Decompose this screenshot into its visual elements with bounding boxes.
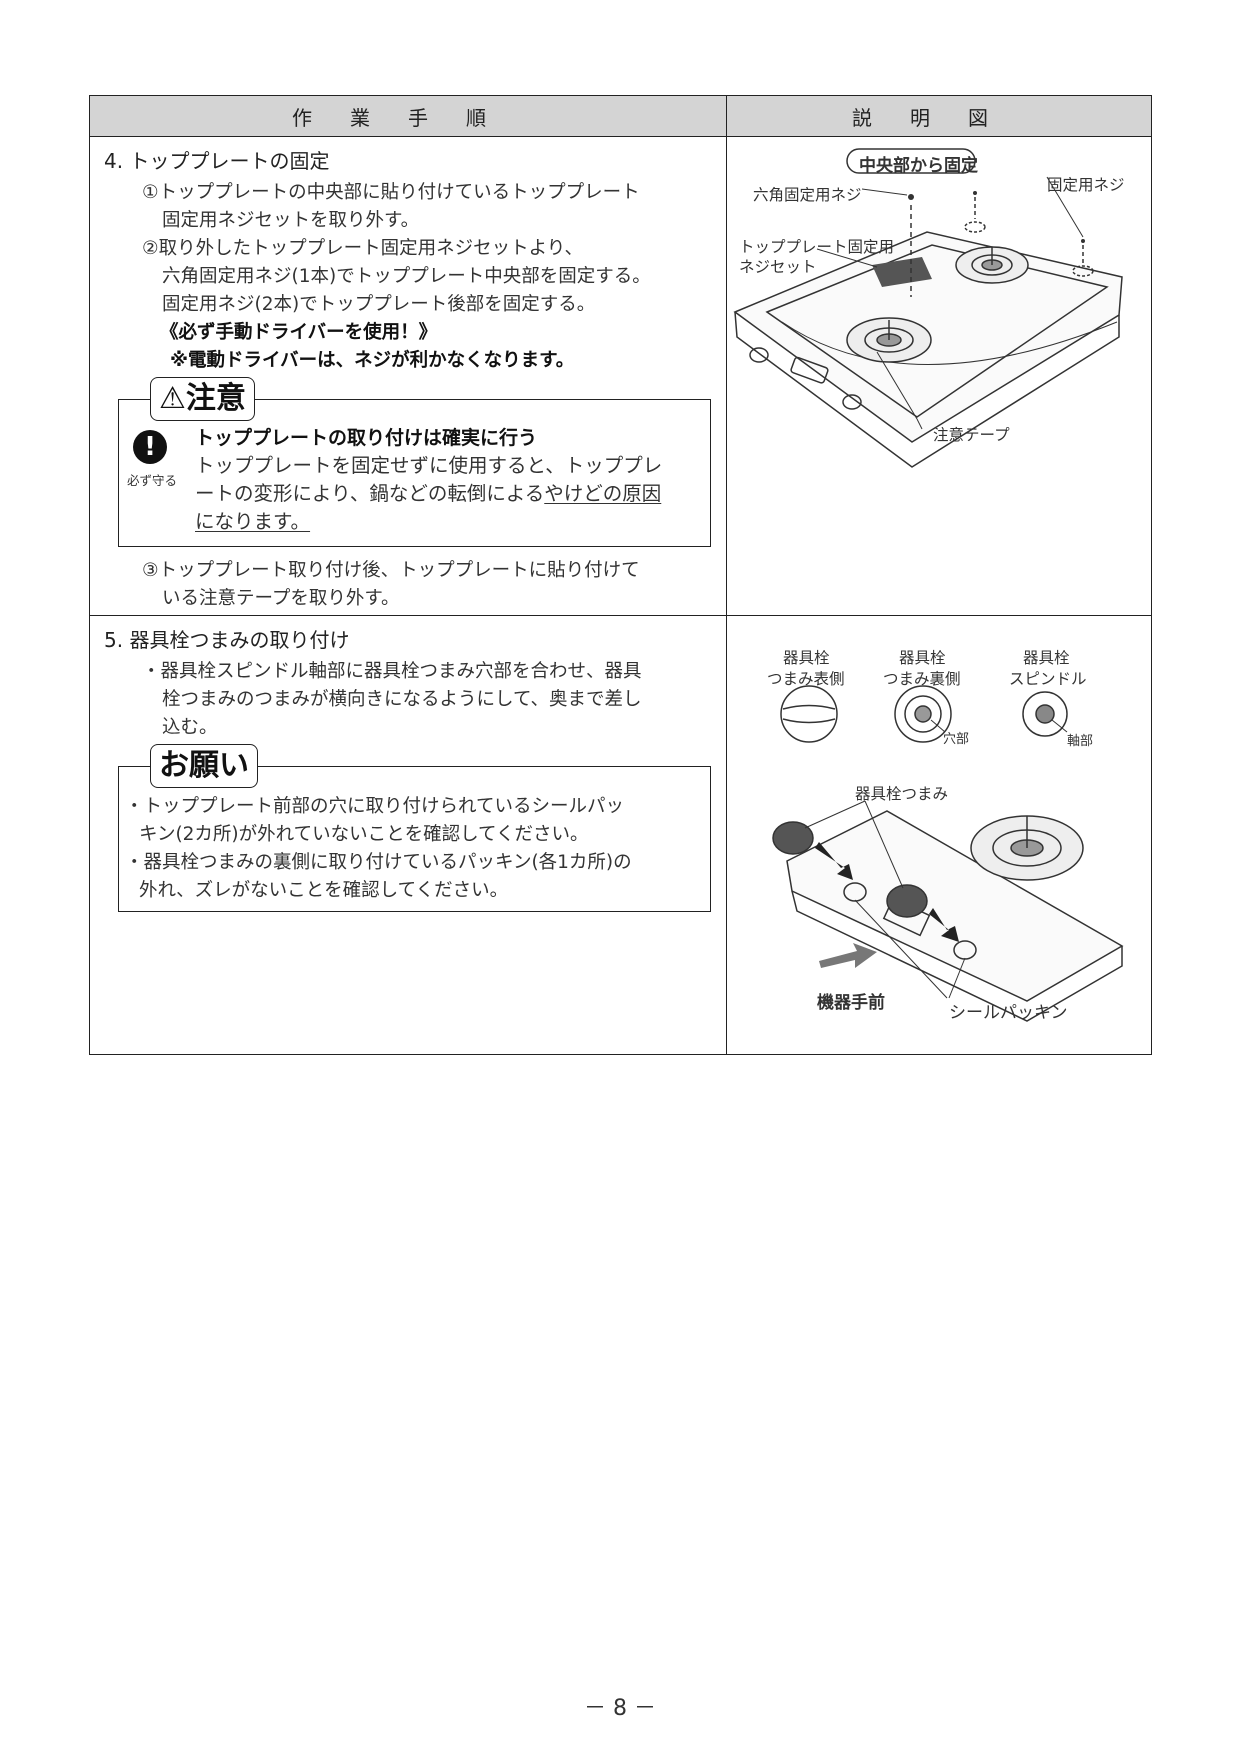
caution-box: ! 必ず守る トッププレートの取り付けは確実に行う トッププレートを固定せずに使… xyxy=(118,399,711,547)
step4-line1a: ①トッププレートの中央部に貼り付けているトッププレート xyxy=(142,182,640,203)
step4-cell: 4. トッププレートの固定 ①トッププレートの中央部に貼り付けているトッププレー… xyxy=(90,137,726,615)
spindle-label-b: スピンドル xyxy=(1009,670,1087,688)
caution-body1: トッププレートを固定せずに使用すると、トッププレ xyxy=(195,454,663,477)
step4-title: 4. トッププレートの固定 xyxy=(104,149,330,173)
shaft-label: 軸部 xyxy=(1067,734,1094,749)
knob-diagram xyxy=(772,685,1124,1022)
mandatory-icon: ! xyxy=(133,430,167,464)
spindle-label-a: 器具栓 xyxy=(1023,649,1070,667)
header-procedure: 作業手順 xyxy=(90,96,726,136)
fix-screw-label: 固定用ネジ xyxy=(1047,176,1125,194)
hex-screw-label: 六角固定用ネジ xyxy=(753,186,862,204)
step5-line1c: 込む。 xyxy=(162,717,218,738)
knob-front-label-b: つまみ表側 xyxy=(767,670,845,688)
request-b2b: 外れ、ズレがないことを確認してください。 xyxy=(139,880,509,901)
step4-line2c: 固定用ネジ(2本)でトッププレート後部を固定する。 xyxy=(162,294,596,315)
step5-title: 5. 器具栓つまみの取り付け xyxy=(104,628,350,652)
caution-heading: トッププレートの取り付けは確実に行う xyxy=(195,427,538,449)
seal-label: シールパッキン xyxy=(949,1003,1068,1023)
caution-body3: になります。 xyxy=(195,510,311,533)
page-number: － 8 － xyxy=(584,1696,656,1721)
request-b2a: ・器具栓つまみの裏側に取り付けているパッキン(各1カ所)の xyxy=(125,852,632,873)
request-b1a: ・トッププレート前部の穴に取り付けられているシールパッ xyxy=(125,796,624,817)
step4-line1b: 固定用ネジセットを取り外す。 xyxy=(162,210,420,231)
tape-label: 注意テープ xyxy=(933,426,1010,444)
request-b1b: キン(2カ所)が外れていないことを確認してください。 xyxy=(139,824,589,845)
front-side-label: 機器手前 xyxy=(817,993,885,1013)
step4-note2: ※電動ドライバーは、ネジが利かなくなります。 xyxy=(170,350,575,371)
top-plate-diagram xyxy=(733,148,1123,468)
screw-set-label-b: ネジセット xyxy=(739,258,817,276)
caution-body2: ートの変形により、鍋などの転倒によるやけどの原因 xyxy=(195,482,662,505)
procedure-table: 作業手順 説明図 4. トッププレートの固定 ①トッププレートの中央部に貼り付け… xyxy=(89,95,1152,1055)
step4-line3b: いる注意テープを取り外す。 xyxy=(162,588,400,609)
step4-line2b: 六角固定用ネジ(1本)でトッププレート中央部を固定する。 xyxy=(162,266,651,287)
step5-line1a: ・器具栓スピンドル軸部に器具栓つまみ穴部を合わせ、器具 xyxy=(142,661,642,682)
fix-from-center-badge: 中央部から固定 xyxy=(859,156,978,176)
hole-label: 穴部 xyxy=(943,732,970,747)
step4-line3a: ③トッププレート取り付け後、トッププレートに貼り付けて xyxy=(142,560,640,581)
step4-figure: 中央部から固定 六角固定用ネジ 固定用ネジ トッププレート固定用 ネジセット 注… xyxy=(727,137,1151,615)
step4-note1: 《必ず手動ドライバーを使用！》 xyxy=(160,322,438,343)
header-figure: 説明図 xyxy=(727,96,1151,136)
knob-back-label-b: つまみ裏側 xyxy=(883,670,961,688)
request-label: お願い xyxy=(150,744,258,788)
step5-cell: 5. 器具栓つまみの取り付け ・器具栓スピンドル軸部に器具栓つまみ穴部を合わせ、… xyxy=(90,616,726,1054)
caution-label: ⚠注意 xyxy=(150,377,255,421)
knob-front-label-a: 器具栓 xyxy=(783,649,830,667)
knob-back-label-a: 器具栓 xyxy=(899,649,946,667)
step4-line2a: ②取り外したトッププレート固定用ネジセットより、 xyxy=(142,238,583,259)
mandatory-caption: 必ず守る xyxy=(127,473,178,488)
step5-line1b: 栓つまみのつまみが横向きになるようにして、奥まで差し xyxy=(162,689,642,710)
screw-set-label-a: トッププレート固定用 xyxy=(739,238,895,256)
request-box: ・トッププレート前部の穴に取り付けられているシールパッ キン(2カ所)が外れてい… xyxy=(118,766,711,912)
step5-figure: 器具栓 つまみ表側 器具栓 つまみ裏側 器具栓 スピンドル 穴部 軸部 器具栓つ… xyxy=(727,616,1151,1054)
knob-label: 器具栓つまみ xyxy=(855,785,949,803)
